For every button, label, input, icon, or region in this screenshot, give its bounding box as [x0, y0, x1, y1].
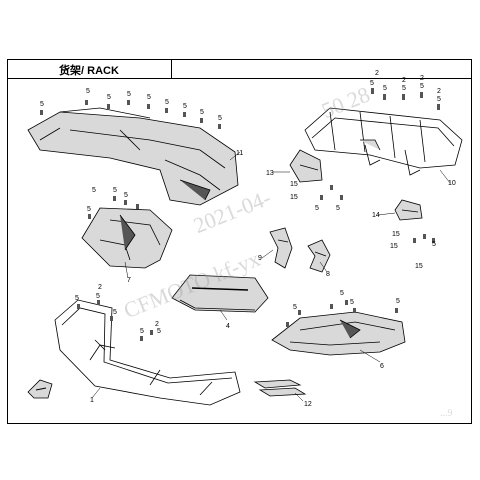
- callout-5ab: 5: [113, 309, 117, 316]
- callout-15d: 15: [390, 243, 398, 250]
- callout-5r: 5: [92, 187, 96, 194]
- callout-15c: 15: [392, 231, 400, 238]
- callout-5d: 5: [127, 91, 131, 98]
- bracket-9-part: [269, 227, 293, 269]
- front-rack-part: [27, 107, 239, 206]
- callout-5g: 5: [183, 103, 187, 110]
- title-bar: [7, 59, 472, 79]
- callout-5ac: 5: [157, 328, 161, 335]
- diagram-frame: [7, 59, 472, 424]
- strip-12-part: [253, 379, 307, 397]
- callout-7: 7: [127, 277, 131, 284]
- callout-5x: 5: [350, 299, 354, 306]
- callout-2d: 2: [437, 88, 441, 95]
- bracket-14-part: [394, 199, 423, 221]
- callout-5s: 5: [113, 187, 117, 194]
- page-title: 货架/ RACK: [59, 65, 119, 77]
- callout-5k: 5: [383, 85, 387, 92]
- callout-5u: 5: [87, 206, 91, 213]
- callout-5t: 5: [124, 192, 128, 199]
- callout-5n: 5: [437, 96, 441, 103]
- callout-5z: 5: [96, 293, 100, 300]
- callout-5i: 5: [218, 115, 222, 122]
- callout-5e: 5: [147, 94, 151, 101]
- callout-5c: 5: [107, 94, 111, 101]
- callout-15a: 15: [290, 181, 298, 188]
- callout-5b: 5: [40, 101, 44, 108]
- plate-7-part: [81, 207, 173, 269]
- callout-5m: 5: [420, 83, 424, 90]
- callout-15e: 15: [415, 263, 423, 270]
- callout-4: 4: [226, 323, 230, 330]
- callout-5o: 5: [315, 205, 319, 212]
- front-arrow-icon: [27, 379, 53, 399]
- callout-5q: 5: [432, 241, 436, 248]
- callout-5f: 5: [165, 99, 169, 106]
- callout-5w: 5: [293, 304, 297, 311]
- callout-5a: 5: [86, 88, 90, 95]
- callout-2e: 2: [98, 284, 102, 291]
- callout-5j: 5: [370, 80, 374, 87]
- callout-5v: 5: [340, 290, 344, 297]
- callout-14: 14: [372, 212, 380, 219]
- cover-4-part: [171, 274, 269, 313]
- rear-rack-part: [304, 107, 463, 176]
- callout-5p: 5: [336, 205, 340, 212]
- tube-frame-1-part: [54, 299, 241, 406]
- callout-8: 8: [326, 271, 330, 278]
- bracket-13-part: [289, 149, 323, 183]
- callout-5aa: 5: [75, 295, 79, 302]
- callout-5l: 5: [402, 85, 406, 92]
- callout-2a: 2: [375, 70, 379, 77]
- callout-2b: 2: [402, 77, 406, 84]
- callout-2c: 2: [420, 75, 424, 82]
- callout-13: 13: [266, 170, 274, 177]
- callout-1: 1: [90, 397, 94, 404]
- plate-6-part: [271, 311, 406, 356]
- callout-9: 9: [258, 255, 262, 262]
- callout-15b: 15: [290, 194, 298, 201]
- title-tab: 货架/ RACK: [7, 59, 172, 79]
- callout-12: 12: [304, 401, 312, 408]
- callout-5ad: 5: [140, 328, 144, 335]
- callout-2f: 2: [155, 321, 159, 328]
- bracket-8-part: [307, 239, 331, 273]
- callout-11: 11: [236, 150, 243, 157]
- callout-5y: 5: [396, 298, 400, 305]
- callout-10: 10: [448, 180, 456, 187]
- callout-5h: 5: [200, 109, 204, 116]
- callout-6: 6: [380, 363, 384, 370]
